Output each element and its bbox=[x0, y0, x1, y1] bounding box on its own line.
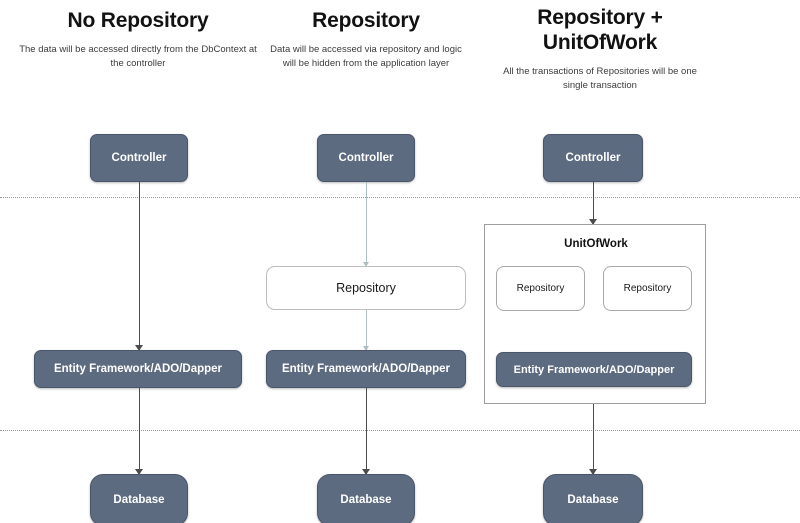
node-data-access-unitofwork[interactable]: Entity Framework/ADO/Dapper bbox=[496, 352, 692, 387]
arrowhead-icon bbox=[363, 262, 369, 267]
connector-line bbox=[593, 404, 594, 474]
node-database-no-repository[interactable]: Database bbox=[90, 474, 188, 523]
column-header-repository: Repository Data will be accessed via rep… bbox=[266, 8, 466, 71]
node-repository-column2[interactable]: Repository bbox=[266, 266, 466, 310]
connector-line bbox=[139, 388, 140, 474]
connector-line bbox=[139, 182, 140, 350]
layer-divider-lower bbox=[0, 430, 800, 431]
arrowhead-icon bbox=[363, 346, 369, 351]
arrowhead-icon bbox=[589, 469, 597, 475]
node-controller-no-repository[interactable]: Controller bbox=[90, 134, 188, 182]
column-title: No Repository bbox=[67, 9, 209, 32]
column-subtitle: Data will be accessed via repository and… bbox=[270, 44, 462, 69]
layer-divider-upper bbox=[0, 197, 800, 198]
arrowhead-icon bbox=[362, 469, 370, 475]
node-controller-unitofwork[interactable]: Controller bbox=[543, 134, 643, 182]
column-header-repository-unitofwork: Repository + UnitOfWork All the transact… bbox=[494, 5, 706, 93]
connector-line bbox=[366, 182, 367, 266]
unitofwork-title: UnitOfWork bbox=[564, 238, 628, 250]
node-data-access-no-repository[interactable]: Entity Framework/ADO/Dapper bbox=[34, 350, 242, 388]
column-subtitle: The data will be accessed directly from … bbox=[19, 44, 257, 69]
node-data-access-repository[interactable]: Entity Framework/ADO/Dapper bbox=[266, 350, 466, 388]
arrowhead-icon bbox=[589, 219, 597, 225]
connector-line bbox=[366, 310, 367, 350]
arrowhead-icon bbox=[135, 345, 143, 351]
connector-line bbox=[593, 182, 594, 224]
node-database-unitofwork[interactable]: Database bbox=[543, 474, 643, 523]
node-controller-repository[interactable]: Controller bbox=[317, 134, 415, 182]
column-subtitle: All the transactions of Repositories wil… bbox=[503, 66, 697, 91]
node-repository-unitofwork-right[interactable]: Repository bbox=[603, 266, 692, 311]
node-repository-unitofwork-left[interactable]: Repository bbox=[496, 266, 585, 311]
column-title: Repository bbox=[312, 9, 420, 32]
arrowhead-icon bbox=[135, 469, 143, 475]
column-header-no-repository: No Repository The data will be accessed … bbox=[18, 8, 258, 71]
connector-line bbox=[366, 388, 367, 474]
column-title: Repository + UnitOfWork bbox=[537, 6, 663, 54]
node-database-repository[interactable]: Database bbox=[317, 474, 415, 523]
